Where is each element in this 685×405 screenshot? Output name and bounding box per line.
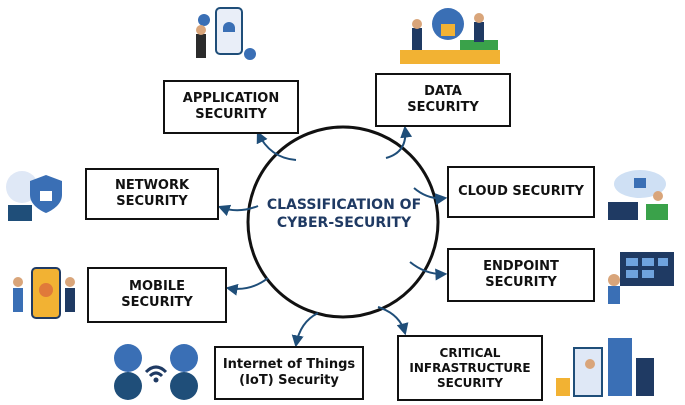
arrow-mobile (225, 277, 269, 296)
arrow-network (217, 204, 259, 217)
box-line: (IoT) Security (239, 373, 339, 388)
box-line: Internet of Things (222, 356, 356, 372)
box-line: MOBILE (129, 278, 185, 294)
arrow-cloud (413, 187, 448, 206)
center-title-line1: CLASSIFICATION OF (266, 197, 422, 213)
endpoint-security-illustration (608, 252, 674, 304)
box-line: SECURITY (195, 107, 267, 122)
center-title-line2: CYBER-SECURITY (276, 214, 412, 231)
arrow-endpoint (409, 261, 448, 281)
arrow-critical (377, 306, 409, 336)
box-line: SECURITY (121, 295, 193, 310)
center-circle (246, 125, 440, 319)
box-line: SECURITY (116, 194, 188, 209)
box-line: CRITICAL (439, 345, 501, 360)
center-title: CLASSIFICATION OF CYBER-SECURITY (246, 197, 442, 232)
arrow-application (256, 130, 297, 161)
iot-security-illustration (114, 344, 198, 400)
box-line: DATA (424, 83, 462, 99)
box-line: INFRASTRUCTURE (409, 360, 531, 375)
cloud-security-illustration (608, 170, 668, 220)
app-security-illustration (196, 7, 256, 60)
network-security-illustration (6, 171, 62, 221)
box-line: SECURITY (407, 100, 479, 115)
box-cloud-security: CLOUD SECURITY (447, 166, 595, 218)
box-line: SECURITY (485, 275, 557, 290)
box-line: ENDPOINT (483, 258, 559, 274)
critical-infrastructure-illustration (556, 338, 654, 397)
arrow-data (385, 125, 413, 159)
box-line: APPLICATION (182, 90, 280, 106)
box-line: SECURITY (437, 375, 503, 390)
box-line: CLOUD SECURITY (458, 183, 584, 199)
box-line: NETWORK (114, 177, 190, 193)
box-iot-security: Internet of Things(IoT) Security (214, 346, 364, 400)
arrow-iot (291, 312, 319, 348)
mobile-security-illustration (13, 267, 75, 319)
data-security-illustration (400, 8, 500, 64)
